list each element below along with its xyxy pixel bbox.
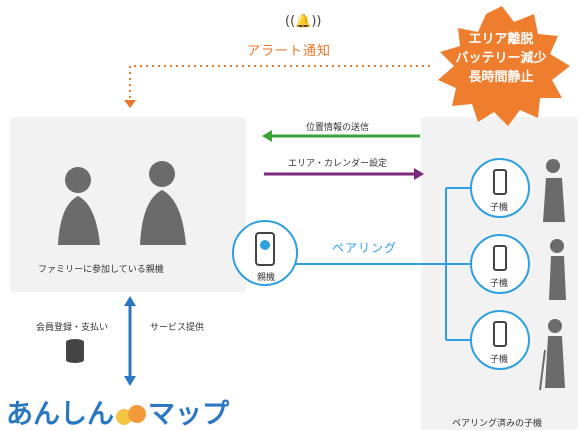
child-device-label: 子機 xyxy=(490,279,509,289)
child-device-label: 子機 xyxy=(490,203,509,213)
alert-burst xyxy=(438,6,570,126)
smartphone-icon xyxy=(493,321,507,347)
burst-line: 長時間静止 xyxy=(468,70,534,85)
parent-panel-label: ファミリーに参加している親機 xyxy=(38,265,164,275)
location-send-label: 位置情報の送信 xyxy=(306,123,370,133)
logo: あんしん マップ xyxy=(6,392,229,431)
logo-text: マップ xyxy=(148,399,229,430)
alert-label: アラート通知 xyxy=(247,44,332,59)
bell-icon: ((🔔)) xyxy=(285,14,322,29)
parent-device-label: 親機 xyxy=(257,273,276,283)
burst-line: エリア離脱 xyxy=(468,32,534,47)
parent-device: 親機 xyxy=(232,220,298,286)
alert-arrowhead xyxy=(124,100,136,108)
register-label: 会員登録・支払い xyxy=(36,323,109,333)
area-calendar-label: エリア・カレンダー設定 xyxy=(288,159,388,169)
parent-panel xyxy=(10,117,246,292)
service-label: サービス提供 xyxy=(150,323,205,333)
child-silhouettes xyxy=(539,159,566,391)
logo-mascot-icon xyxy=(114,403,148,429)
map-pin-icon xyxy=(260,240,270,250)
pairing-label: ペアリング xyxy=(332,241,398,255)
child-device-label: 子機 xyxy=(490,355,509,365)
smartphone-icon xyxy=(493,245,507,271)
logo-text: あんしん xyxy=(6,399,114,430)
child-device: 子機 xyxy=(470,234,530,294)
child-device: 子機 xyxy=(470,310,530,370)
burst-line: バッテリー減少 xyxy=(455,51,547,66)
alert-path xyxy=(129,65,430,100)
alert-conditions: エリア離脱 バッテリー減少 長時間静止 xyxy=(441,30,561,87)
database-icon xyxy=(66,339,84,363)
child-panel-label: ペアリング済みの子機 xyxy=(452,419,543,429)
smartphone-icon xyxy=(255,232,275,266)
smartphone-icon xyxy=(493,169,507,195)
parent-silhouettes xyxy=(58,161,186,245)
child-device: 子機 xyxy=(470,158,530,218)
